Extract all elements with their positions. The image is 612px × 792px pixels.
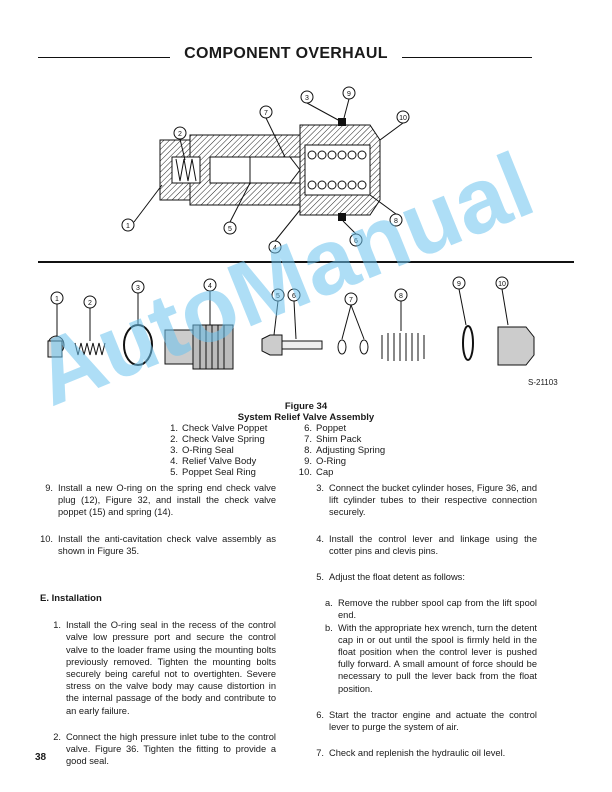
page-number: 38 [35, 752, 47, 763]
step-item: 5.Adjust the float detent as follows: [316, 572, 465, 583]
callout-4: 4 [273, 245, 277, 252]
exploded-callout-7: 7 [349, 297, 353, 304]
step-item: 9.Install a new O-ring on the spring end… [45, 483, 276, 518]
callout-8: 8 [394, 218, 398, 225]
callout-9: 9 [347, 91, 351, 98]
legend-right: 6.Poppet 7.Shim Pack 8.Adjusting Spring … [298, 423, 385, 478]
exploded-callout-4: 4 [208, 283, 212, 290]
exploded-callout-5: 5 [276, 293, 280, 300]
section-heading: E. Installation [40, 593, 102, 605]
figure-caption: Figure 34 System Relief Valve Assembly 1… [0, 401, 612, 478]
legend-left: 1.Check Valve Poppet 2.Check Valve Sprin… [164, 423, 267, 478]
step-item: 2.Connect the high pressure inlet tube t… [53, 731, 276, 767]
sub-step-item: a.Remove the rubber spool cap from the l… [325, 598, 537, 621]
exploded-callout-9: 9 [457, 281, 461, 288]
step-item: 4.Install the control lever and linkage … [316, 533, 537, 556]
right-column: 3.Connect the bucket cylinder hoses, Fig… [311, 482, 537, 773]
page-title: COMPONENT OVERHAUL [184, 45, 388, 62]
callout-1: 1 [126, 223, 130, 230]
exploded-callout-10: 10 [498, 281, 506, 288]
exploded-callout-3: 3 [136, 285, 140, 292]
legend-item: 2.Check Valve Spring [170, 434, 265, 445]
exploded-callout-8: 8 [399, 293, 403, 300]
callout-5: 5 [228, 226, 232, 233]
callout-7: 7 [264, 110, 268, 117]
legend-item: 7.Shim Pack [304, 434, 362, 445]
figure-title: System Relief Valve Assembly [237, 412, 375, 423]
legend-item: 8.Adjusting Spring [304, 445, 386, 456]
legend-item: 5.Poppet Seal Ring [170, 467, 256, 478]
figure-code: S-21103 [528, 378, 558, 387]
title-rule-left [38, 57, 170, 58]
title-rule-right [402, 57, 532, 58]
legend-item: 6.Poppet [304, 423, 347, 434]
step-item: 6.Start the tractor engine and actuate t… [316, 709, 537, 733]
exploded-callout-1: 1 [55, 296, 59, 303]
sub-step-item: b.With the appropriate hex wrench, turn … [325, 622, 537, 694]
section-divider [38, 261, 574, 263]
figure-number: Figure 34 [284, 401, 328, 412]
legend-item: 1.Check Valve Poppet [170, 423, 268, 434]
exploded-callout-2: 2 [88, 300, 92, 307]
step-item: 3.Connect the bucket cylinder hoses, Fig… [316, 483, 537, 518]
sub-steps: a.Remove the rubber spool cap from the l… [311, 597, 537, 695]
sectional-view-illustration: 1 2 3 4 5 6 7 8 9 10 [121, 86, 410, 254]
callout-2: 2 [178, 131, 182, 138]
callout-6: 6 [354, 238, 358, 245]
step-item: 1.Install the O-ring seal in the recess … [53, 620, 276, 716]
callout-10: 10 [399, 115, 407, 122]
legend-item: 3.O-Ring Seal [170, 445, 234, 456]
legend-item: 10.Cap [298, 467, 334, 478]
left-column: 9.Install a new O-ring on the spring end… [40, 482, 276, 781]
step-item: 10.Install the anti-cavitation check val… [40, 533, 276, 556]
exploded-callout-6: 6 [292, 293, 296, 300]
legend-item: 4.Relief Valve Body [170, 456, 257, 467]
step-item: 7.Check and replenish the hydraulic oil … [316, 748, 506, 759]
legend-item: 9.O-Ring [304, 456, 347, 467]
exploded-view-illustration: 1 2 3 4 5 6 7 8 9 10 [47, 276, 535, 370]
callout-3: 3 [305, 95, 309, 102]
